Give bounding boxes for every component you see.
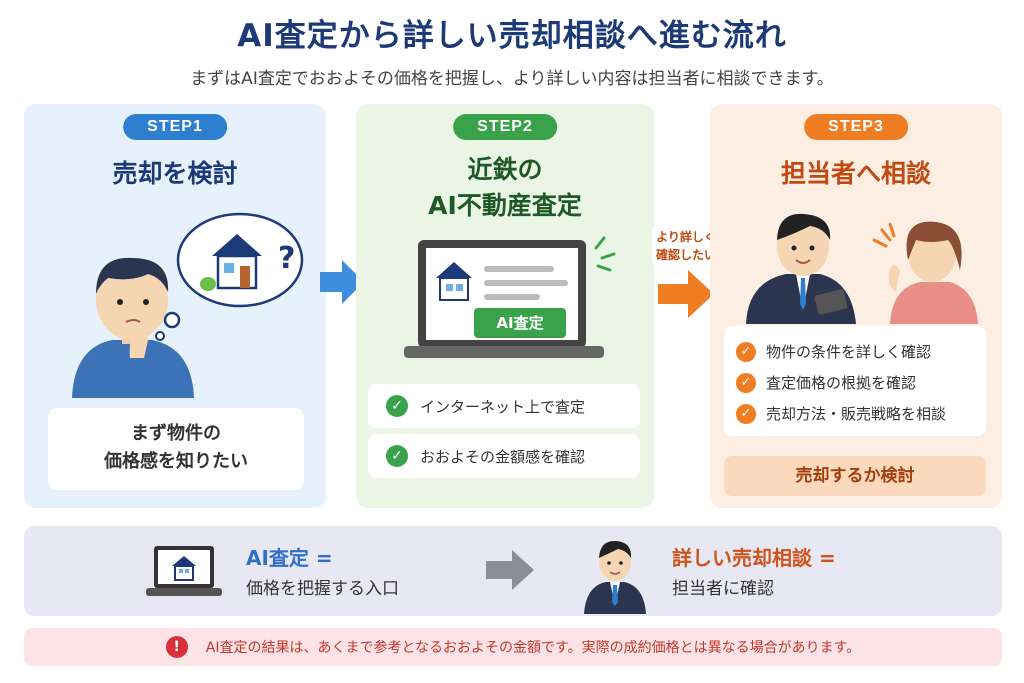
step2-title: 近鉄の AI不動産査定 bbox=[356, 152, 654, 224]
step3-check-label: 査定価格の根拠を確認 bbox=[766, 374, 917, 392]
consultation-illustration bbox=[746, 213, 978, 324]
checkmark-icon: ✓ bbox=[736, 403, 756, 424]
ai-assessment-label: AI査定 bbox=[474, 308, 566, 338]
checkmark-icon: ✓ bbox=[386, 395, 408, 417]
disclaimer-text: AI査定の結果は、あくまで参考となるおおよその金額です。実際の成約価格とは異なる… bbox=[205, 640, 861, 656]
summary-left-sub: 価格を把握する入口 bbox=[246, 579, 399, 599]
summary-right-sub: 担当者に確認 bbox=[672, 579, 774, 599]
disclaimer-banner: ! AI査定の結果は、あくまで参考となるおおよその金額です。実際の成約価格とは異… bbox=[24, 628, 1002, 666]
step3-check-item: ✓ 物件の条件を詳しく確認 bbox=[736, 336, 986, 367]
step3-check-label: 売却方法・販売戦略を相談 bbox=[766, 405, 947, 423]
step2-title-line2: AI不動産査定 bbox=[428, 191, 582, 220]
step2-check-label: インターネット上で査定 bbox=[420, 397, 586, 416]
arrow-label-line2: 確認したい bbox=[655, 248, 716, 262]
step1-note-box: まず物件の 価格感を知りたい bbox=[48, 408, 304, 490]
step3-check-item: ✓ 売却方法・販売戦略を相談 bbox=[736, 398, 986, 429]
step1-note-line1: まず物件の bbox=[131, 423, 221, 444]
step3-badge: STEP3 bbox=[804, 114, 908, 140]
checkmark-icon: ✓ bbox=[736, 341, 756, 362]
step2-check-item: ✓ インターネット上で査定 bbox=[368, 384, 640, 428]
step3-result: 売却するか検討 bbox=[724, 456, 986, 496]
step3-check-item: ✓ 査定価格の根拠を確認 bbox=[736, 367, 986, 398]
step3-title: 担当者へ相談 bbox=[780, 159, 931, 188]
step3-checklist: ✓ 物件の条件を詳しく確認 ✓ 査定価格の根拠を確認 ✓ 売却方法・販売戦略を相… bbox=[724, 326, 986, 436]
warning-icon: ! bbox=[165, 636, 188, 658]
laptop-icon bbox=[146, 546, 222, 596]
summary-bar: AI査定 = 価格を把握する入口 詳しい売却相談 = 担当者に確認 bbox=[24, 526, 1002, 616]
step2-check-item: ✓ おおよその金額感を確認 bbox=[368, 434, 640, 478]
step1-badge: STEP1 bbox=[123, 114, 227, 140]
checkmark-icon: ✓ bbox=[736, 372, 756, 393]
arrow-right-icon bbox=[486, 550, 534, 590]
summary-right-title: 詳しい売却相談 = bbox=[672, 546, 836, 570]
house-icon bbox=[200, 234, 262, 291]
step1-panel: STEP1 売却を検討 ? まず物件の 価格感を知りたい bbox=[24, 104, 326, 508]
step1-title: 売却を検討 bbox=[112, 159, 238, 188]
thinking-person-illustration: ? bbox=[72, 212, 304, 398]
svg-text:?: ? bbox=[278, 241, 295, 276]
step1-note-line2: 価格感を知りたい bbox=[104, 451, 248, 472]
page-title: AI査定から詳しい売却相談へ進む流れ bbox=[237, 18, 787, 54]
arrow-label: より詳しく 確認したい bbox=[652, 226, 720, 266]
agent-avatar bbox=[584, 540, 646, 614]
step2-check-label: おおよその金額感を確認 bbox=[420, 447, 586, 466]
summary-left-title: AI査定 = bbox=[246, 546, 333, 570]
step2-badge: STEP2 bbox=[453, 114, 557, 140]
arrow-right-icon bbox=[320, 260, 364, 304]
page-subtitle: まずはAI査定でおおよその価格を把握し、より詳しい内容は担当者に相談できます。 bbox=[190, 69, 834, 89]
checkmark-icon: ✓ bbox=[386, 445, 408, 467]
step3-check-label: 物件の条件を詳しく確認 bbox=[766, 343, 932, 361]
house-icon bbox=[436, 262, 472, 301]
step2-title-line1: 近鉄の bbox=[467, 155, 543, 184]
laptop-illustration bbox=[404, 236, 616, 358]
arrow-label-line1: より詳しく bbox=[656, 230, 716, 244]
step3-panel: STEP3 担当者へ相談 ✓ 物件の条件を詳しく確認 ✓ 査定価格の根拠を確認 … bbox=[710, 104, 1002, 508]
step2-panel: STEP2 近鉄の AI不動産査定 AI査定 ✓ インターネット上で査定 ✓ お… bbox=[356, 104, 654, 508]
arrow-right-icon bbox=[658, 270, 714, 318]
